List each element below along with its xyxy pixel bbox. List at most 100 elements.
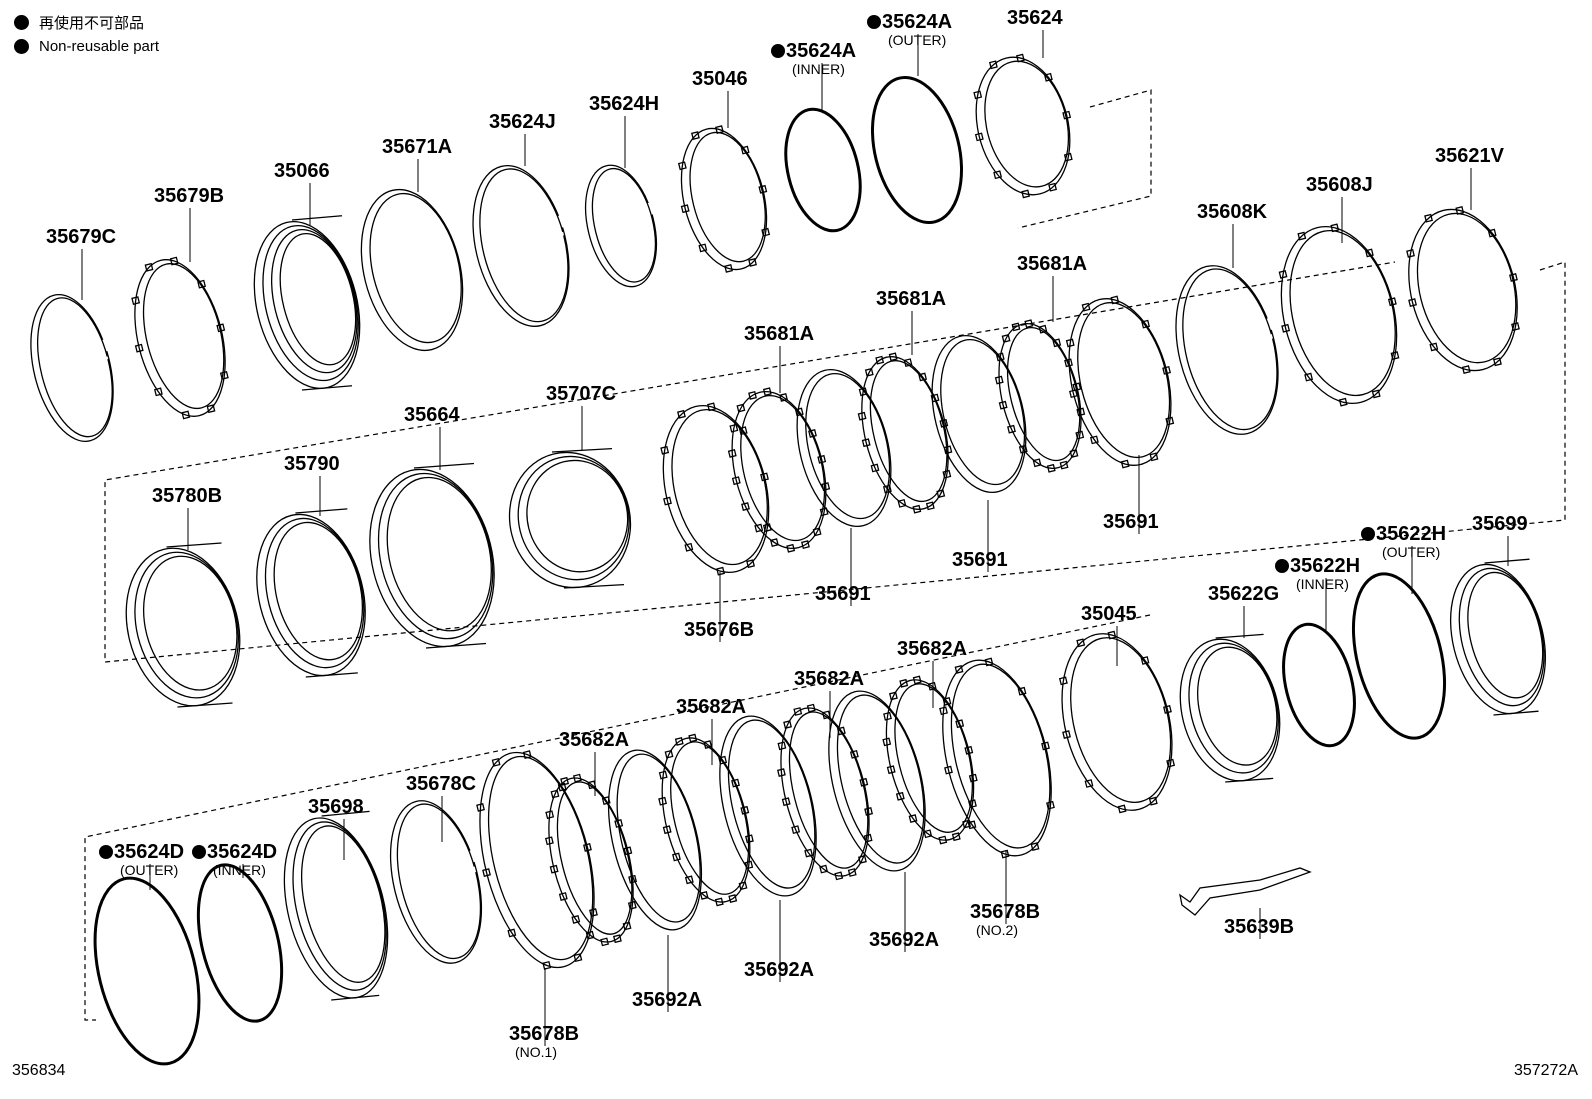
ring-outline: [279, 232, 357, 366]
ring-outline: [950, 663, 1051, 849]
tooth-mark: [864, 367, 874, 377]
tooth-mark: [738, 881, 748, 891]
tooth-mark: [998, 400, 1008, 410]
ring-outline: [780, 707, 870, 877]
ring-outline: [942, 659, 1052, 857]
ring-outline: [270, 228, 358, 374]
tooth-mark: [134, 343, 144, 353]
tooth-mark: [1058, 676, 1068, 686]
tooth-mark: [522, 750, 532, 760]
part-number-label: 35624: [1007, 7, 1063, 29]
ring-outline: [1197, 646, 1278, 766]
part-35621v-p24: 35621V: [1406, 145, 1520, 374]
part-number-label: 35682A: [559, 729, 629, 751]
part-35691-p21: 35691: [1065, 295, 1175, 534]
tooth-mark: [1015, 53, 1025, 63]
clip-shape: [1179, 867, 1312, 916]
ring-outline: [671, 408, 768, 566]
tooth-mark: [748, 258, 757, 267]
part-number-label: 35676B: [684, 619, 754, 641]
tooth-mark: [1076, 638, 1086, 648]
snap-ring-shape: [389, 800, 483, 964]
tooth-mark: [984, 657, 994, 667]
part-35691-p19: 35691: [931, 334, 1027, 572]
part-number-label: 35678B: [509, 1023, 579, 1045]
body-edge: [295, 508, 348, 514]
part-35692a-p31: 35692A: [607, 749, 703, 1012]
ring-outline: [256, 513, 366, 677]
tooth-mark: [1166, 758, 1176, 768]
tooth-mark: [944, 765, 953, 775]
tooth-mark: [1461, 365, 1471, 374]
tooth-mark: [925, 501, 935, 511]
tooth-mark: [600, 937, 610, 947]
ring-outline: [1061, 633, 1173, 811]
tooth-mark: [1001, 333, 1011, 343]
part-35699-p42: 35699: [1449, 513, 1547, 716]
part-number-label: 35608J: [1306, 174, 1373, 196]
tooth-mark: [724, 264, 733, 273]
part-35624d-p25: 35624D(OUTER): [93, 841, 201, 1066]
ring-outline: [134, 551, 240, 699]
tooth-mark: [1007, 424, 1016, 434]
tooth-mark: [875, 355, 885, 365]
part-35622h-p40: 35622H(INNER): [1275, 555, 1360, 748]
tooth-mark: [1069, 449, 1079, 459]
ring-outline: [262, 224, 359, 382]
part-35639b-p43: 35639B: [1179, 867, 1312, 939]
part-number-label: 35691: [815, 583, 871, 605]
tooth-mark: [1338, 397, 1348, 407]
part-35624a-p9: 35624A(OUTER): [867, 11, 964, 225]
ring-outline: [479, 751, 595, 969]
legend-en-text: Non-reusable part: [39, 38, 160, 55]
ring-outline: [731, 390, 827, 550]
part-35681a-p16: 35681A: [727, 323, 831, 553]
tooth-mark: [1110, 295, 1120, 305]
tooth-mark: [1062, 110, 1072, 120]
nonreusable-dot-icon: [192, 845, 206, 859]
tooth-mark: [560, 776, 570, 786]
tooth-mark: [1032, 458, 1042, 468]
ring-outline: [836, 694, 925, 864]
tooth-mark: [219, 370, 229, 380]
ring-outline: [142, 555, 238, 691]
tooth-mark: [903, 358, 913, 368]
tooth-mark: [858, 387, 868, 397]
tooth-mark: [1141, 319, 1151, 329]
nonreusable-dot-icon: [1275, 559, 1289, 573]
tooth-mark: [760, 472, 769, 482]
group-boundary-top: [1017, 89, 1152, 229]
ring-outline: [727, 719, 816, 889]
tooth-mark: [740, 805, 750, 815]
tooth-mark: [684, 542, 694, 552]
tooth-mark: [801, 540, 810, 550]
part-number-label: 35624J: [489, 111, 556, 133]
part-35045-p38: 35045: [1058, 603, 1176, 814]
part-35624-p10: 35624: [973, 7, 1073, 199]
tooth-mark: [658, 770, 668, 780]
tooth-mark: [740, 145, 750, 155]
body-edge: [331, 994, 380, 1001]
tooth-mark: [216, 323, 226, 333]
tooth-mark: [1024, 319, 1034, 329]
tooth-mark: [883, 711, 892, 721]
tooth-mark: [741, 502, 750, 511]
part-35622g-p39: 35622G: [1179, 583, 1281, 783]
part-number-label: 35691: [1103, 511, 1159, 533]
ring-outline: [377, 472, 494, 640]
part-35664-p13: 35664: [369, 404, 495, 649]
tooth-mark: [729, 423, 739, 433]
ring-outline: [264, 517, 365, 669]
tooth-mark: [731, 476, 741, 486]
tooth-mark: [939, 418, 949, 428]
tooth-mark: [691, 131, 700, 140]
part-35624a-p8: 35624A(INNER): [771, 40, 862, 233]
part-number-label: 35066: [274, 160, 330, 182]
tooth-mark: [585, 930, 595, 940]
tooth-mark: [793, 707, 803, 716]
tooth-mark: [664, 749, 674, 759]
tooth-mark: [627, 900, 637, 910]
tooth-mark: [660, 445, 670, 455]
part-35682a-p30: 35682A: [544, 729, 638, 947]
tooth-mark: [993, 170, 1003, 180]
